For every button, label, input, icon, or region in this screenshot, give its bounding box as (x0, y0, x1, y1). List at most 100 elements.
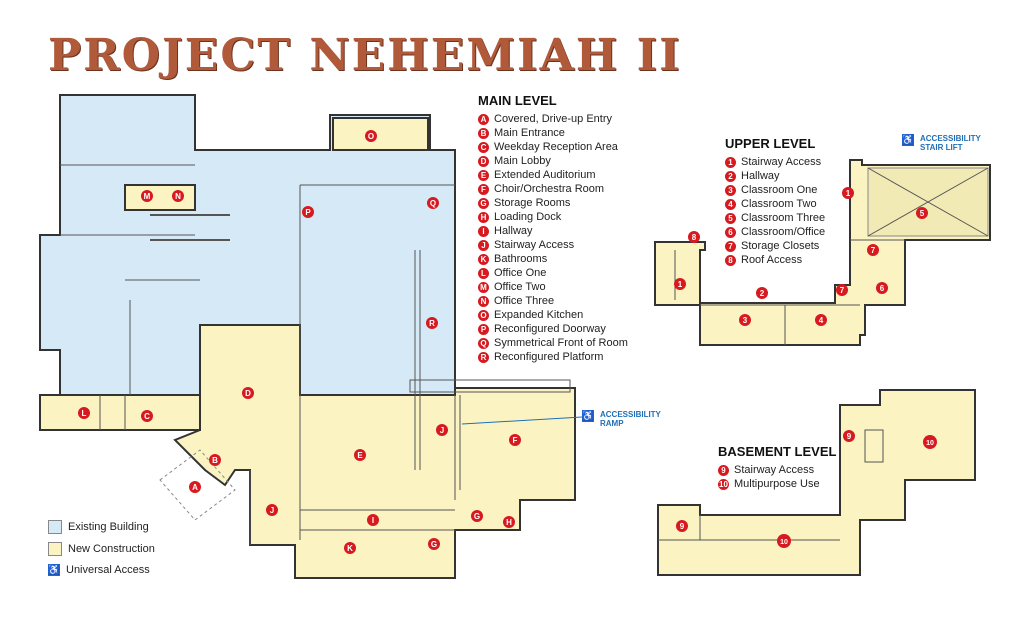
main-level-label: Weekday Reception Area (494, 141, 618, 153)
marker-text: 8 (692, 233, 697, 242)
main-level-label: Storage Rooms (494, 197, 571, 209)
main-level-label: Bathrooms (494, 253, 548, 265)
upper-level-item: 4 Classroom Two (725, 197, 825, 211)
upper-level-label: Hallway (741, 170, 780, 182)
main-level-label: Main Lobby (494, 155, 551, 167)
main-level-label: Hallway (494, 225, 533, 237)
ramp-label-2: RAMP (600, 419, 624, 428)
plan-marker-c: C (141, 410, 153, 422)
marker-circle (242, 387, 254, 399)
main-level-label: Symmetrical Front of Room (494, 337, 628, 349)
marker-text: 9 (847, 432, 852, 441)
accessibility-icon: ♿ (901, 134, 915, 146)
marker-badge: 6 (725, 226, 736, 238)
marker-badge: C (478, 141, 489, 153)
marker-badge: J (478, 239, 489, 251)
marker-circle (471, 510, 483, 522)
marker-badge: 4 (725, 198, 736, 210)
marker-text: B (212, 456, 218, 465)
new-swatch (48, 542, 62, 556)
offices-l-c (39, 394, 201, 431)
plan-marker-10: 10 (923, 435, 937, 449)
main-level-label: Office Three (494, 295, 555, 307)
marker-text: G (431, 540, 437, 549)
basement-level-label: Stairway Access (734, 464, 815, 476)
marker-badge: H (478, 211, 489, 223)
upper-level-label: Roof Access (741, 254, 803, 266)
marker-badge: B (478, 127, 489, 139)
marker-text: E (357, 451, 363, 460)
upper-level-walls (674, 167, 989, 345)
plan-marker-7: 7 (836, 284, 848, 296)
plan-marker-a: A (189, 481, 201, 493)
marker-circle (777, 534, 791, 548)
marker-text: 7 (871, 246, 876, 255)
marker-badge: E (478, 169, 489, 181)
upper-level-label: Classroom Two (741, 198, 817, 210)
marker-badge: O (478, 309, 489, 321)
main-level-plan (39, 94, 576, 579)
marker-badge: 10 (718, 478, 729, 490)
main-level-label: Extended Auditorium (494, 169, 596, 181)
main-level-label: Covered, Drive-up Entry (494, 113, 612, 125)
marker-text: 10 (926, 440, 934, 447)
existing-swatch (48, 520, 62, 534)
key-new: New Construction (48, 542, 155, 556)
marker-badge: D (478, 155, 489, 167)
plan-marker-m: M (141, 190, 153, 202)
drive-up-canopy (159, 449, 236, 521)
marker-badge: 8 (725, 254, 736, 266)
marker-text: C (144, 412, 150, 421)
marker-text: 6 (880, 284, 885, 293)
marker-text: 9 (680, 522, 685, 531)
plan-marker-1: 1 (674, 278, 686, 290)
key-existing-label: Existing Building (68, 521, 149, 533)
marker-circle (815, 314, 827, 326)
plan-marker-r: R (426, 317, 438, 329)
marker-circle (209, 454, 221, 466)
marker-circle (141, 410, 153, 422)
marker-text: M (144, 192, 151, 201)
marker-text: Q (430, 199, 436, 208)
main-level-label: Office One (494, 267, 547, 279)
marker-circle (836, 284, 848, 296)
plan-marker-7: 7 (867, 244, 879, 256)
accessibility-icon: ♿ (47, 564, 61, 576)
plan-marker-9: 9 (843, 430, 855, 442)
marker-circle (436, 424, 448, 436)
marker-text: P (305, 208, 311, 217)
upper-level-item: 8 Roof Access (725, 253, 825, 267)
marker-circle (344, 542, 356, 554)
main-level-label: Reconfigured Platform (494, 351, 604, 363)
marker-text: A (192, 483, 198, 492)
page-title: PROJECT NEHEMIAH II (48, 30, 682, 81)
kitchen-area (332, 117, 429, 151)
marker-badge: G (478, 197, 489, 209)
plan-marker-g: G (428, 538, 440, 550)
plan-marker-j: J (436, 424, 448, 436)
marker-text: F (513, 436, 518, 445)
marker-circle (674, 278, 686, 290)
plan-marker-k: K (344, 542, 356, 554)
main-level-label: Stairway Access (494, 239, 575, 251)
marker-text: H (506, 518, 512, 527)
marker-circle (428, 538, 440, 550)
marker-circle (266, 504, 278, 516)
plan-marker-2: 2 (756, 287, 768, 299)
marker-circle (676, 520, 688, 532)
main-level-item: D Main Lobby (478, 154, 628, 168)
plan-marker-n: N (172, 190, 184, 202)
marker-badge: M (478, 281, 489, 293)
ramp-label-1: ACCESSIBILITY (600, 410, 661, 419)
ramp-leader-line (461, 416, 583, 425)
